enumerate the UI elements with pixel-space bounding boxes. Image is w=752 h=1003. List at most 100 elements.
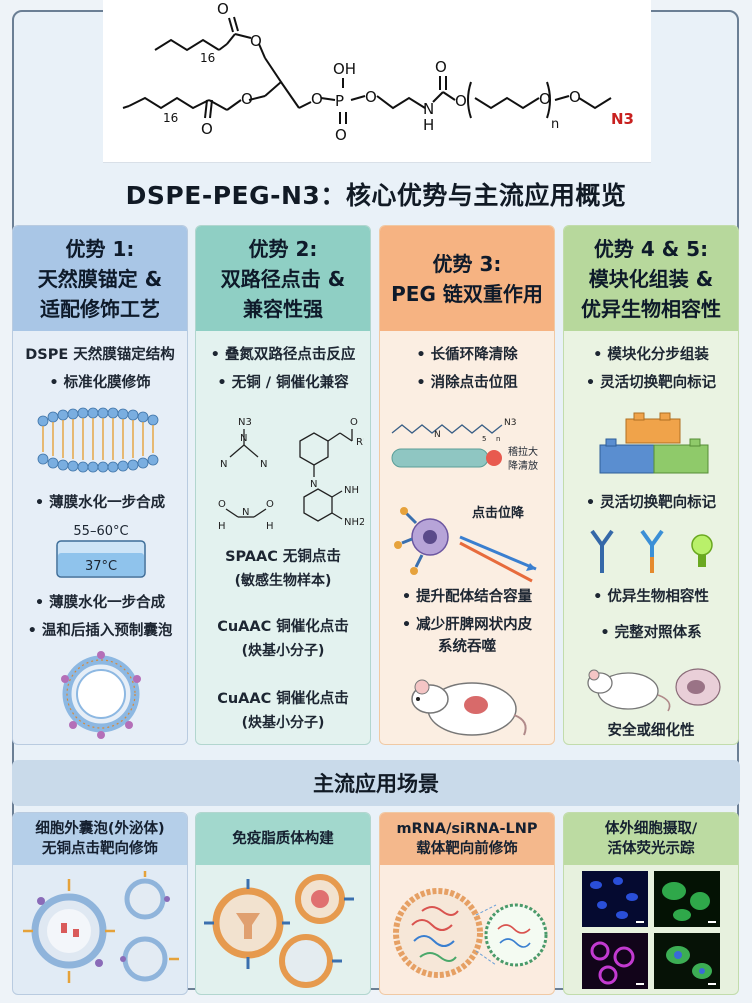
- application-1-line2: 无铜点击靶向修饰: [42, 841, 158, 857]
- clearance-label-1: 稽拉大: [508, 445, 538, 458]
- fluorescence-images-icon: [582, 871, 720, 989]
- application-4-line1: 体外细胞摄取/: [604, 821, 698, 837]
- advantage-2-item: SPAAC 无铜点击: [225, 549, 341, 565]
- advantage-2-title-line3: 兼容性强: [243, 296, 323, 321]
- advantage-4-title-line3: 优异生物相容性: [581, 296, 721, 321]
- antibody-probe-icon: [590, 529, 713, 573]
- advantage-column-2: 优势 2: 双路径点击 & 兼容性强 • 叠氮双路径点击反应 • 无铜 / 铜催…: [195, 225, 371, 745]
- peg-o: O: [539, 90, 551, 108]
- advantage-4-item: • 灵活切换靶向标记: [585, 375, 717, 391]
- immunoliposome-icon: [204, 874, 354, 988]
- advantage-1-item: • 标准化膜修饰: [49, 375, 151, 391]
- mouse-icon: [411, 679, 527, 736]
- advantage-2-item: • 叠氮双路径点击反应: [210, 347, 356, 363]
- temperature-high: 55–60°C: [73, 524, 128, 539]
- application-4-body: [564, 865, 738, 994]
- temperature-low: 37°C: [85, 559, 117, 574]
- phosphate-o-double: O: [335, 126, 347, 144]
- advantage-4-item: 安全或细化性: [607, 723, 695, 739]
- application-1-body: [13, 865, 187, 994]
- click-label: 点击位降: [472, 505, 525, 521]
- chain-n-label: N: [434, 430, 441, 440]
- chem-r-label: R': [356, 437, 364, 448]
- chem-nh2-label: NH2: [344, 517, 364, 528]
- chem-o-label: O: [218, 499, 226, 510]
- advantage-3-item: • 减少肝脾网状内皮: [401, 617, 533, 633]
- advantage-4-item: • 完整对照体系: [600, 625, 702, 641]
- advantage-1-item: • 薄膜水化一步合成: [34, 595, 166, 611]
- advantage-2-item: CuAAC 铜催化点击: [217, 619, 349, 635]
- amide-n: N: [423, 100, 434, 118]
- building-blocks-icon: [599, 412, 709, 474]
- advantage-column-4: 优势 4 & 5: 模块化组装 & 优异生物相容性 • 模块化分步组装 • 灵活…: [563, 225, 739, 745]
- advantage-1-title-line3: 适配修饰工艺: [40, 296, 160, 321]
- advantage-3-title-line1: 优势 3:: [432, 251, 502, 276]
- advantage-4-title-line1: 优势 4 & 5:: [593, 236, 709, 261]
- chem-n-label: N: [310, 479, 317, 490]
- application-3-body: [380, 865, 554, 994]
- temperature-beaker-icon: 55–60°C 37°C: [56, 524, 146, 578]
- chemical-structure: O O 16 O O 16 O P OH O O N H O O O n O N…: [103, 0, 651, 163]
- advantage-4-item: • 优异生物相容性: [593, 589, 709, 605]
- peg-repeat-n: n: [551, 117, 559, 132]
- advantage-4-title-line2: 模块化组装 &: [588, 266, 714, 291]
- advantage-2-item: (敏感生物样本): [234, 573, 332, 589]
- advantage-1-title-line1: 优势 1:: [65, 236, 135, 261]
- ester-o-bottom: O: [241, 90, 253, 108]
- advantage-2-header: 优势 2: 双路径点击 & 兼容性强: [196, 226, 370, 331]
- chain-sub-label: 5: [482, 435, 486, 443]
- peg-chain-circulation-icon: N 5 n N3 稽拉大 降清放: [391, 418, 538, 472]
- application-3-line2: 载体靶向前修饰: [416, 841, 518, 857]
- chem-nh-label: NH: [344, 485, 359, 496]
- application-4-line2: 活体荧光示踪: [607, 841, 695, 857]
- application-4-header: 体外细胞摄取/ 活体荧光示踪: [564, 813, 738, 865]
- chain-count-top: 16: [200, 51, 215, 65]
- advantage-4-item: • 灵活切换靶向标记: [585, 495, 717, 511]
- application-1-header: 细胞外囊泡(外泌体) 无铜点击靶向修饰: [13, 813, 187, 865]
- advantage-2-item: CuAAC 铜催化点击: [217, 691, 349, 707]
- azide-n3-label: N3: [238, 417, 252, 428]
- advantage-4-body: • 模块化分步组装 • 灵活切换靶向标记 • 灵活切换靶向标记 • 优异生物相容…: [564, 331, 738, 744]
- application-card-imaging: 体外细胞摄取/ 活体荧光示踪: [563, 812, 739, 995]
- dspe-peg-n3-structure: O O 16 O O 16 O P OH O O N H O O O n O N…: [122, 0, 634, 144]
- application-3-header: mRNA/siRNA-LNP 载体靶向前修饰: [380, 813, 554, 865]
- application-3-line1: mRNA/siRNA-LNP: [396, 821, 538, 837]
- application-section-title: 主流应用场景: [12, 760, 740, 806]
- advantage-2-body: • 叠氮双路径点击反应 • 无铜 / 铜催化兼容 N3 N N N O R' N…: [196, 331, 370, 744]
- hydroxyl: OH: [333, 60, 356, 78]
- chem-o-label: O: [266, 499, 274, 510]
- chem-h-label: H: [266, 521, 274, 532]
- advantage-3-item: • 长循环降清除: [416, 347, 518, 363]
- chain-sub-n-label: n: [496, 435, 500, 443]
- carbonyl-o-top: O: [217, 0, 229, 18]
- carbamate-o: O: [455, 92, 467, 110]
- chain-count-bottom: 16: [163, 111, 178, 125]
- application-card-exosome: 细胞外囊泡(外泌体) 无铜点击靶向修饰: [12, 812, 188, 995]
- amide-h: H: [423, 116, 434, 134]
- advantage-3-item: • 消除点击位阻: [416, 375, 518, 391]
- phosphorus: P: [335, 92, 344, 110]
- chain-n3-label: N3: [504, 418, 516, 428]
- application-2-header: 免疫脂质体构建: [196, 813, 370, 865]
- membrane-bilayer-icon: [37, 407, 159, 473]
- advantage-4-header: 优势 4 & 5: 模块化组装 & 优异生物相容性: [564, 226, 738, 331]
- advantage-2-item: (炔基小分子): [241, 643, 325, 659]
- advantage-1-item: • 温和后插入预制囊泡: [27, 623, 173, 639]
- advantage-1-item: • 薄膜水化一步合成: [34, 495, 166, 511]
- exosome-icon: [23, 871, 179, 983]
- advantage-3-title-line2: PEG 链双重作用: [391, 281, 543, 306]
- application-2-line1: 免疫脂质体构建: [232, 831, 334, 847]
- carbamate-o-double: O: [435, 58, 447, 76]
- chem-n-label: N: [242, 507, 249, 518]
- advantage-4-item: • 模块化分步组装: [593, 347, 709, 363]
- advantage-column-1: 优势 1: 天然膜锚定 & 适配修饰工艺 DSPE 天然膜锚定结构 • 标准化膜…: [12, 225, 188, 745]
- carbonyl-o-bottom: O: [201, 120, 213, 138]
- ester-o-top: O: [250, 32, 262, 50]
- phosphate-o-right: O: [365, 88, 377, 106]
- advantage-3-item: • 提升配体结合容量: [401, 589, 533, 605]
- advantage-2-title-line2: 双路径点击 &: [220, 266, 346, 291]
- application-card-lnp: mRNA/siRNA-LNP 载体靶向前修饰: [379, 812, 555, 995]
- application-1-line1: 细胞外囊泡(外泌体): [35, 821, 165, 837]
- advantage-1-body: DSPE 天然膜锚定结构 • 标准化膜修饰 • 薄膜水化一步合成 55–60°C…: [13, 331, 187, 744]
- advantage-1-header: 优势 1: 天然膜锚定 & 适配修饰工艺: [13, 226, 187, 331]
